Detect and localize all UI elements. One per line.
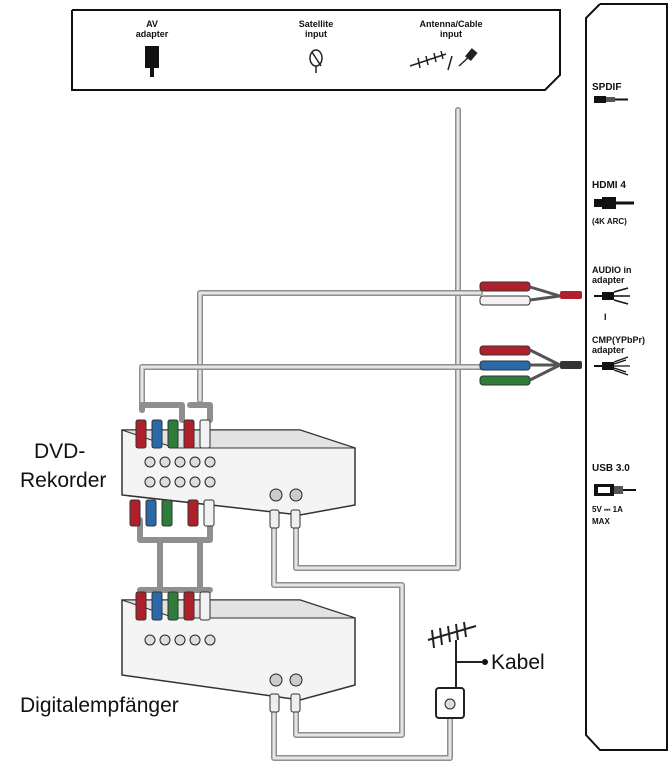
- dvd-bottom-plugs: [129, 499, 301, 529]
- kabel-label: Kabel: [491, 651, 545, 674]
- receiver-rf-jacks: [269, 673, 303, 713]
- av-adapter-label-1: AV: [146, 19, 158, 29]
- dvd-recorder-device: DVD- Rekorder: [20, 419, 356, 529]
- antenna-cable-input-label-2: input: [440, 29, 462, 39]
- hdmi-arc-note: (4K ARC): [592, 217, 627, 226]
- audio-in-label-1: AUDIO in: [592, 265, 632, 275]
- usb-label: USB 3.0: [592, 463, 630, 474]
- hdmi-4-label: HDMI 4: [592, 180, 626, 191]
- av-adapter-icon: [145, 46, 159, 77]
- audio-rca-plugs: [479, 281, 582, 306]
- component-rca-plugs: [479, 345, 582, 386]
- cable-antenna: Kabel: [427, 621, 545, 719]
- audio-cmp-separator: I: [604, 312, 607, 322]
- cmp-ypbpr-label-2: adapter: [592, 345, 625, 355]
- kabel-pointer-dot: [482, 659, 488, 665]
- hdmi-plug-icon: [594, 197, 634, 209]
- dvd-top-plugs: [135, 419, 211, 449]
- receiver-top-plugs: [135, 591, 211, 621]
- tv-side-panel: SPDIF HDMI 4 (4K ARC) AUDIO in adapter I…: [585, 3, 668, 751]
- usb-plug-icon: [594, 484, 636, 496]
- audio-jack-icon: [594, 287, 630, 305]
- component-jack-icon: [594, 356, 630, 376]
- antenna-cable-input-label-1: Antenna/Cable: [419, 19, 482, 29]
- usb-power-rating: 5V ⎓ 1A: [592, 505, 623, 514]
- audio-in-label-2: adapter: [592, 275, 625, 285]
- usb-max-label: MAX: [592, 517, 610, 526]
- receiver-label: Digitalempfänger: [20, 694, 179, 717]
- cmp-ypbpr-label-1: CMP(YPbPr): [592, 335, 645, 345]
- dvd-rca-jacks: [144, 456, 216, 488]
- dvd-recorder-label-2: Rekorder: [20, 469, 106, 492]
- satellite-input-label-2: input: [305, 29, 327, 39]
- av-adapter-label-2: adapter: [136, 29, 169, 39]
- receiver-rca-jacks: [144, 634, 216, 646]
- dvd-recorder-label-1: DVD-: [34, 440, 85, 463]
- wall-socket-icon: [435, 687, 465, 719]
- satellite-input-label-1: Satellite: [299, 19, 334, 29]
- digital-receiver-device: Digitalempfänger: [20, 591, 356, 717]
- antenna-icon: [427, 621, 482, 690]
- antenna-cable-icon: [409, 48, 478, 71]
- spdif-plug-icon: [594, 96, 628, 103]
- cables: [137, 107, 483, 761]
- spdif-label: SPDIF: [592, 82, 621, 93]
- satellite-dish-icon: [309, 49, 323, 73]
- tv-top-panel: AV adapter Satellite input Antenna/Cable…: [71, 9, 561, 91]
- dvd-rf-jacks: [269, 488, 303, 502]
